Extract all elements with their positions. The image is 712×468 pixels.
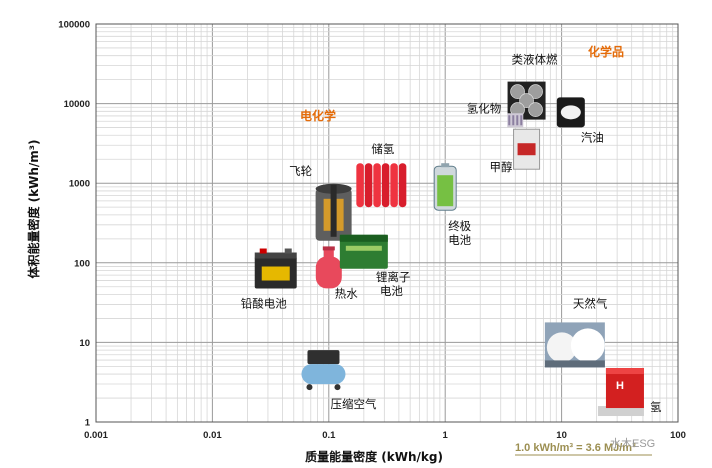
- hydrogen-cylinders-icon: [356, 163, 407, 208]
- point-label: 汽油: [581, 130, 604, 144]
- svg-text:H: H: [616, 380, 624, 392]
- plot-frame: [95, 23, 679, 423]
- point-label: 飞轮: [289, 164, 312, 178]
- point-label: 天然气: [573, 296, 608, 310]
- methanol-can-icon: [513, 128, 541, 170]
- point-label: 甲醇: [490, 160, 513, 174]
- li-ion-battery-icon: [339, 234, 388, 269]
- point-label: 氢化物: [467, 101, 502, 115]
- x-tick-label: 0.001: [84, 430, 108, 441]
- point-label: 储氢: [371, 142, 394, 156]
- category-label-chemicals: 化学品: [588, 44, 624, 59]
- watermark-text: 水木ESG: [610, 437, 655, 450]
- x-tick-label: 0.01: [203, 430, 222, 441]
- air-compressor-icon: [301, 350, 346, 391]
- y-tick-label: 100000: [58, 20, 90, 31]
- hot-water-bottle-icon: [315, 246, 342, 289]
- y-axis-title: 体积能量密度 (kWh/m³): [26, 139, 41, 278]
- axis-ticks: 0.001 0.01 0.1 1 10 100 1 10 100 1000 10000 100000: [58, 20, 686, 442]
- hydrogen-box-icon: H: [597, 368, 644, 417]
- x-tick-label: 10: [556, 430, 567, 441]
- point-label: 电池: [448, 233, 471, 247]
- point-label: 终极: [448, 219, 471, 233]
- point-label: 锂离子: [376, 270, 411, 284]
- hydride-icon: [507, 113, 524, 128]
- x-tick-label: 0.1: [322, 430, 336, 441]
- x-axis-title: 质量能量密度 (kWh/kg): [305, 449, 443, 464]
- y-tick-label: 1: [85, 418, 91, 429]
- y-tick-label: 10000: [64, 99, 90, 110]
- point-label: 氢: [650, 400, 662, 414]
- point-label: 电池: [380, 284, 403, 298]
- y-tick-label: 10: [79, 338, 90, 349]
- category-label-electrochemical: 电化学: [300, 108, 336, 123]
- point-label: 压缩空气: [330, 397, 376, 411]
- point-label: 类液体燃: [512, 53, 558, 67]
- x-tick-label: 1: [443, 430, 449, 441]
- y-tick-label: 100: [74, 258, 90, 269]
- natural-gas-tanks-icon: [544, 322, 605, 368]
- fuel-spheres-icon: [507, 81, 546, 120]
- point-label: 铅酸电池: [241, 297, 287, 311]
- y-tick-label: 1000: [69, 179, 90, 190]
- ultimate-battery-icon: [433, 163, 457, 211]
- flywheel-icon: [315, 183, 352, 241]
- unit-conversion-note: 1.0 kWh/m³ = 3.6 MJ/m³: [515, 442, 636, 454]
- x-tick-label: 100: [670, 430, 686, 441]
- point-label: 热水: [335, 286, 358, 300]
- gasoline-drum-icon: [556, 97, 585, 128]
- data-marks: H: [254, 81, 644, 417]
- car-battery-icon: [254, 248, 297, 289]
